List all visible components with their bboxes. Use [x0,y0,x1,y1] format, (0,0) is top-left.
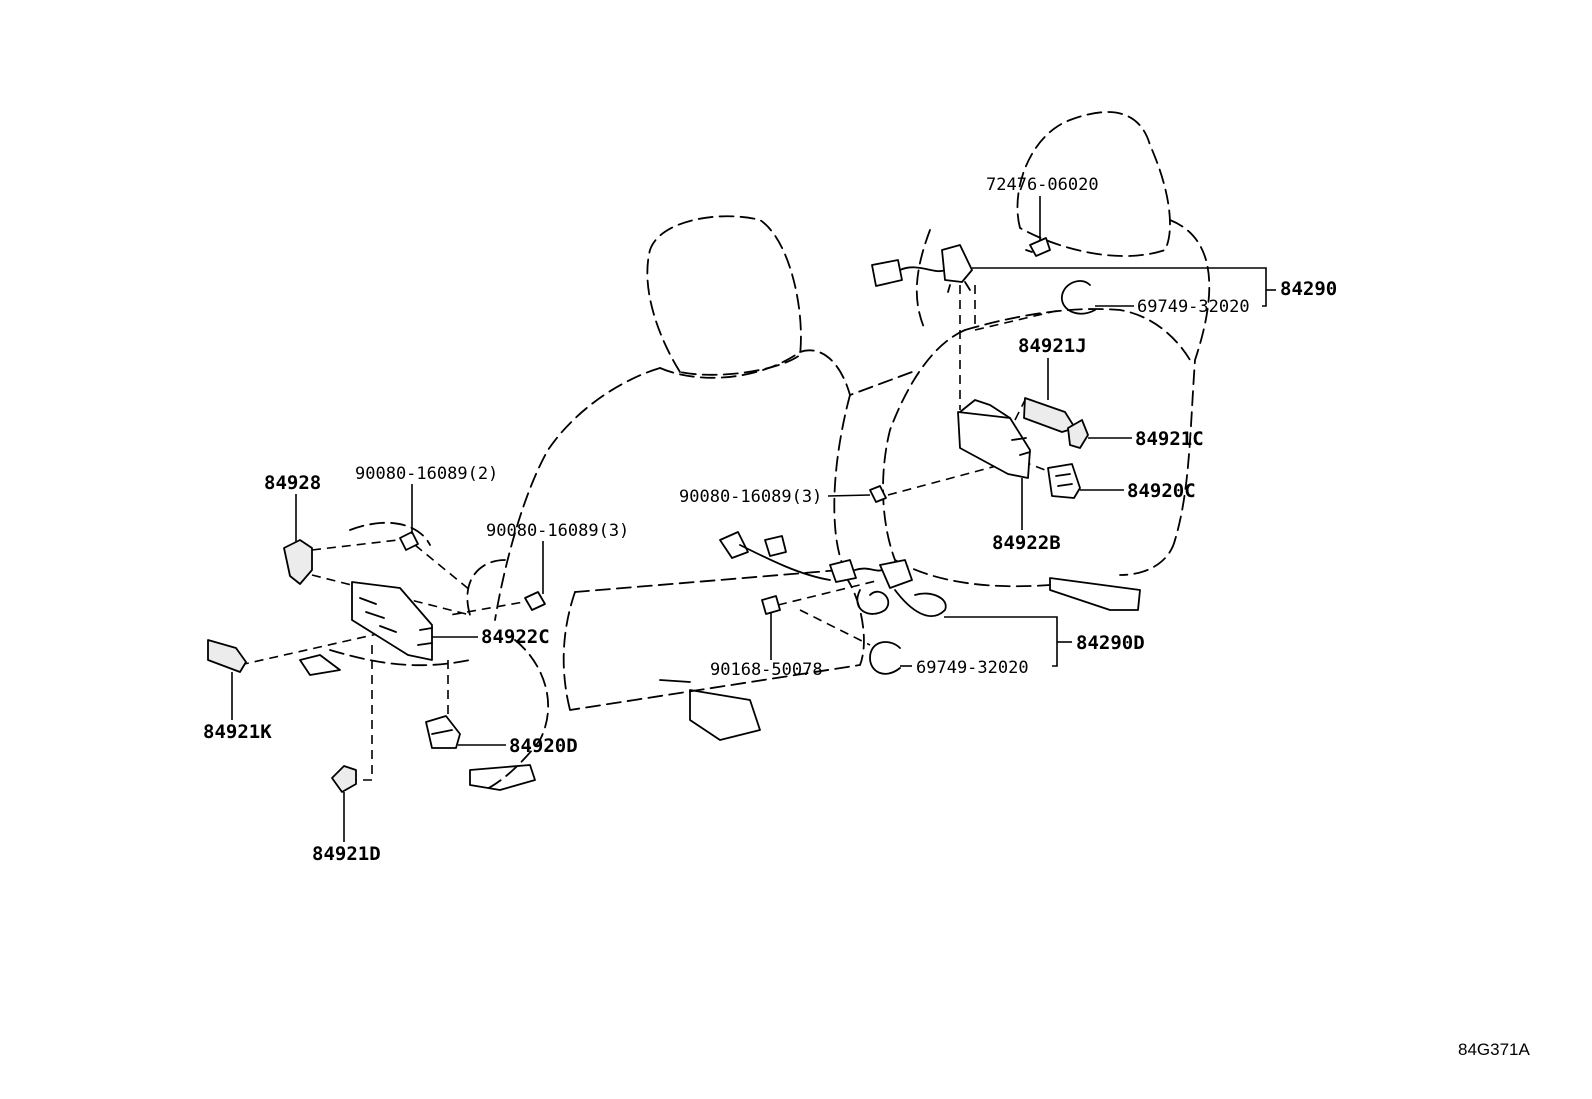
leader-lines [231,196,1276,842]
clamp-69749-top [1061,280,1096,315]
label-84921J: 84921J [1018,335,1087,357]
switch-body-84922C [351,581,433,661]
label-69749-32020-bottom: 69749-32020 [916,658,1029,678]
label-69749-32020-top: 69749-32020 [1137,297,1250,317]
harness-84290 [871,244,973,293]
switch-body-84922B [957,399,1031,479]
parts [207,237,1096,793]
label-84921K: 84921K [203,721,272,743]
screw-90080-2 [399,531,419,551]
label-84921C: 84921C [1135,428,1204,450]
screw-90168 [761,595,781,615]
knob-84921D [331,765,357,793]
label-90080-16089-3-right: 90080-16089(3) [679,487,822,507]
screw-90080-right [869,485,887,503]
clamp-69749-bottom [869,641,901,675]
label-84922B: 84922B [992,532,1061,554]
cover-84928 [283,539,313,585]
label-84921D: 84921D [312,843,381,865]
assembly-lines [239,285,1061,781]
seat-outlines [299,111,1211,791]
label-84290D: 84290D [1076,632,1145,654]
knob-84921C [1067,419,1089,449]
knob-84921K [207,639,247,673]
switch-84920D [425,715,461,749]
label-84922C: 84922C [481,626,550,648]
label-72476-06020: 72476-06020 [986,175,1099,195]
clip-72476 [1025,237,1051,257]
label-84928: 84928 [264,472,321,494]
diagram-reference-code: 84G371A [1458,1040,1530,1059]
label-90168-50078: 90168-50078 [710,660,823,680]
label-84290: 84290 [1280,278,1337,300]
screw-90080-left [524,591,546,611]
switch-84920C [1047,463,1081,499]
label-90080-16089-2: 90080-16089(2) [355,464,498,484]
part-labels: 72476-06020 84290 69749-32020 84921J 849… [203,175,1337,865]
label-90080-16089-3-left: 90080-16089(3) [486,521,629,541]
label-84920C: 84920C [1127,480,1196,502]
knob-84921J [1023,397,1076,433]
label-84920D: 84920D [509,735,578,757]
harness-84290D [719,531,947,617]
